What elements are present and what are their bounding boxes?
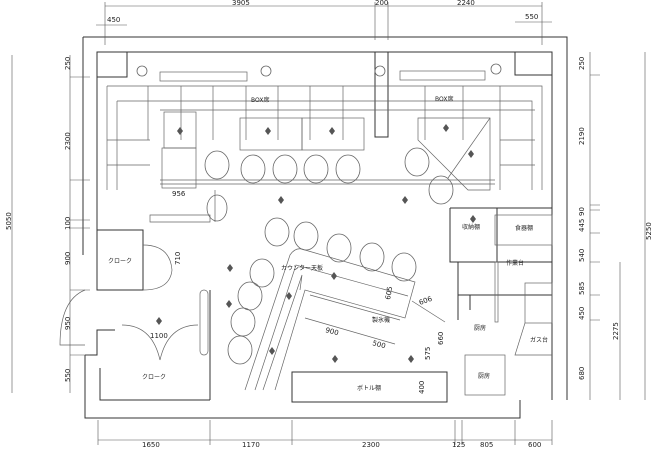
dim-inner-710: 710: [174, 252, 182, 265]
dim-inner-1100: 1100: [150, 332, 168, 340]
label-counter-top: カウンター天板: [281, 264, 323, 272]
dim-right-4: 445: [578, 219, 586, 232]
dim-left-2: 2300: [64, 132, 72, 150]
stools: [204, 147, 454, 365]
dim-bottom-2: 1170: [242, 441, 260, 449]
booth-seating: [106, 85, 543, 191]
dim-top-3: 2240: [457, 0, 475, 7]
kitchen-area: [449, 207, 553, 396]
dim-right-8: 680: [578, 367, 586, 380]
dim-bottom-4: 125: [452, 441, 465, 449]
dim-inner-400: 400: [418, 381, 426, 394]
dim-left-5: 950: [64, 317, 72, 330]
label-dish-shelf: 食器棚: [515, 224, 533, 232]
dim-right-5: 540: [578, 249, 586, 262]
dim-right-total: 5250: [645, 222, 653, 240]
dim-top-small-2: 550: [525, 13, 538, 21]
dim-top-2: 200: [375, 0, 388, 7]
bar-counter: [244, 248, 448, 403]
dim-bottom-5: 805: [480, 441, 493, 449]
dim-right-1: 250: [578, 57, 586, 70]
label-cloak-upper: クローク: [108, 258, 132, 265]
dim-right-2: 2190: [578, 127, 586, 145]
label-work-table: 作業台: [506, 259, 524, 267]
dim-left-total: 5050: [5, 212, 13, 230]
label-storage-shelf: 収納棚: [462, 223, 480, 231]
dim-left-3: 100: [64, 217, 72, 230]
walls: [82, 36, 568, 419]
dim-inner-606: 606: [418, 295, 434, 307]
dim-left-4: 900: [64, 252, 72, 265]
label-kitchen: 厨房: [474, 324, 486, 332]
dim-right-6: 585: [578, 282, 586, 295]
dim-inner-956: 956: [172, 190, 186, 198]
dim-bottom-1: 1650: [142, 441, 160, 449]
dim-top-small-1: 450: [107, 16, 120, 24]
dim-right-3: 90: [578, 207, 586, 216]
dim-bottom-6: 600: [528, 441, 541, 449]
label-gas-stove: ガス台: [530, 336, 548, 344]
dim-left-6: 550: [64, 369, 72, 382]
dim-top-1: 3905: [232, 0, 250, 7]
dimension-lines: [11, 2, 646, 445]
dim-inner-575: 575: [424, 347, 432, 360]
label-box-seat-left: BOX席: [251, 96, 269, 104]
dim-right-7: 450: [578, 307, 586, 320]
top-fixtures: [136, 63, 502, 82]
dim-left-1: 250: [64, 57, 72, 70]
label-ice-machine: 製氷機: [372, 316, 390, 324]
dim-inner-605: 605: [384, 286, 394, 301]
label-kitchen-lower: 厨房: [478, 372, 490, 380]
cloak-areas: [59, 190, 216, 361]
dim-inner-500: 500: [371, 339, 386, 350]
dim-inner-900: 900: [324, 326, 339, 337]
dim-right-sub: 2275: [612, 322, 620, 340]
dim-inner-660: 660: [437, 332, 445, 345]
dim-bottom-3: 2300: [362, 441, 380, 449]
label-cloak-lower: クローク: [142, 374, 166, 381]
label-box-seat-right: BOX席: [435, 95, 453, 103]
label-bottle-shelf: ボトル棚: [357, 384, 381, 392]
ceiling-lights: [156, 124, 476, 363]
